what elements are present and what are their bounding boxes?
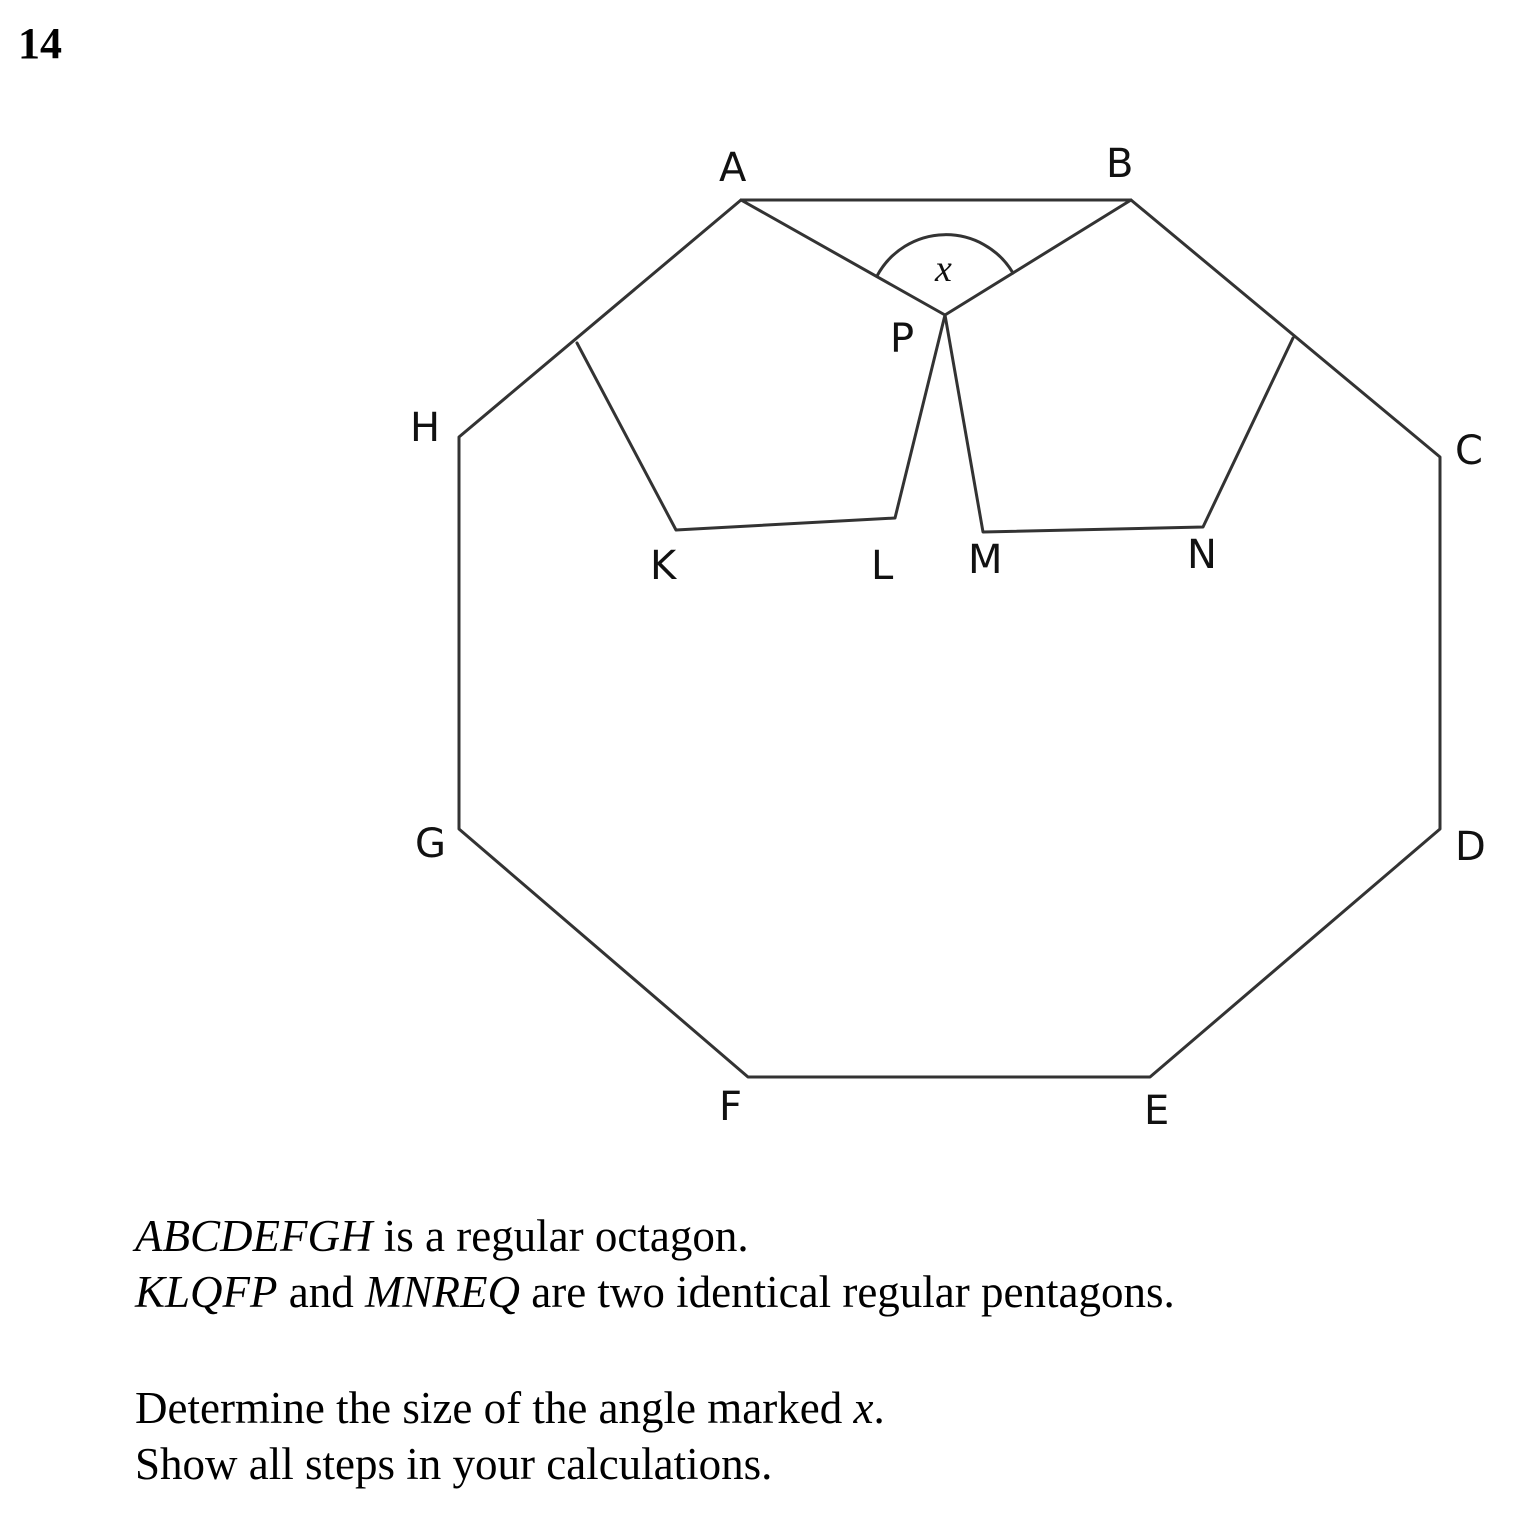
vertex-label-g: G xyxy=(415,821,446,867)
vertex-label-k: K xyxy=(650,543,678,589)
pentagon-name-1: KLQFP xyxy=(135,1267,278,1317)
problem-statement: ABCDEFGH is a regular octagon. KLQFP and… xyxy=(135,1208,1175,1320)
vertex-label-b: B xyxy=(1106,141,1133,187)
problem-instructions: Determine the size of the angle marked x… xyxy=(135,1380,885,1492)
vertex-label-m: M xyxy=(968,537,1003,583)
instruction-line-1-period: . xyxy=(873,1383,885,1433)
vertex-label-l: L xyxy=(871,543,894,589)
vertex-label-a: A xyxy=(719,145,747,191)
statement-line-2: KLQFP and MNREQ are two identical regula… xyxy=(135,1264,1175,1320)
vertex-label-e: E xyxy=(1144,1088,1169,1134)
octagon-outline xyxy=(457,198,1442,1079)
instruction-line-1: Determine the size of the angle marked x… xyxy=(135,1380,885,1436)
octagon-name: ABCDEFGH xyxy=(135,1211,373,1261)
statement-line-1-text: is a regular octagon. xyxy=(372,1211,749,1261)
vertex-label-n: N xyxy=(1187,532,1217,578)
instruction-line-2: Show all steps in your calculations. xyxy=(135,1439,773,1489)
vertex-label-p: P xyxy=(890,316,914,362)
instruction-angle-symbol: x xyxy=(853,1383,874,1433)
vertex-label-h: H xyxy=(410,405,440,451)
angle-x-arc xyxy=(875,233,1015,278)
geometry-diagram: x A B C D E F G H K L M N P xyxy=(410,141,1486,1134)
pentagon-name-2: MNREQ xyxy=(365,1267,520,1317)
statement-line-2-text: are two identical regular pentagons. xyxy=(519,1267,1175,1317)
vertex-label-d: D xyxy=(1455,824,1486,870)
left-pentagon-outline xyxy=(575,198,947,532)
statement-line-2-and: and xyxy=(277,1267,365,1317)
statement-line-1: ABCDEFGH is a regular octagon. xyxy=(135,1208,1175,1264)
instruction-line-1-text: Determine the size of the angle marked xyxy=(135,1383,854,1433)
right-pentagon-outline xyxy=(943,198,1295,534)
question-number: 14 xyxy=(18,19,62,68)
angle-x-label: x xyxy=(934,248,952,290)
vertex-label-f: F xyxy=(719,1084,742,1130)
vertex-label-c: C xyxy=(1455,428,1483,474)
